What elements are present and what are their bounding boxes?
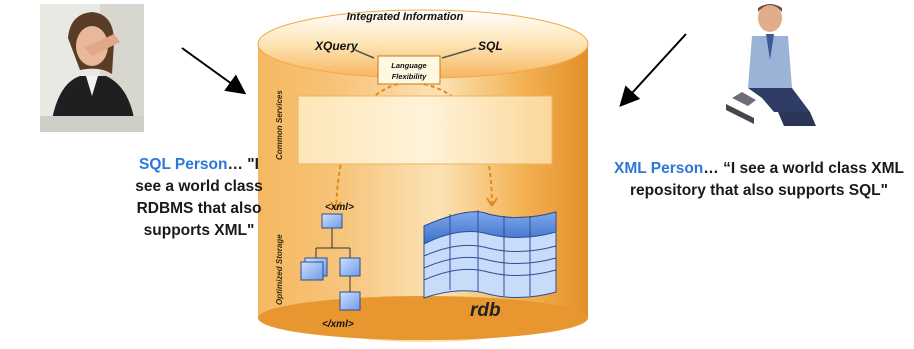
xml-node-leaf: [339, 291, 361, 311]
integrated-information-label: Integrated Information: [347, 11, 464, 23]
flow-to-xml: [335, 83, 399, 211]
flow-to-xml-arrowhead: [330, 201, 342, 211]
xml-person-quote-start: … “I see a world: [703, 160, 824, 177]
cylinder-base: [258, 296, 588, 340]
xml-tree: [300, 213, 361, 311]
xml-node-root: [321, 213, 343, 229]
language-flexibility-line1: Language: [391, 61, 426, 70]
xml-open-tag: <xml>: [325, 202, 354, 213]
common-services-label: Common Services: [275, 90, 284, 160]
xml-node-left-stack: [300, 261, 324, 281]
language-flexibility-line2: Flexibility: [392, 72, 427, 81]
xml-person-photo: [718, 0, 822, 128]
relational-table: [423, 210, 557, 299]
sql-person-quote-start: … "I see a: [135, 156, 259, 195]
sql-label: SQL: [478, 39, 503, 53]
table-header: [423, 211, 557, 245]
xml-node-right: [339, 257, 361, 277]
xquery-label: XQuery: [314, 39, 359, 53]
sql-person-caption: SQL Person… "I see a world class RDBMS t…: [124, 154, 274, 242]
arrow-from-sql-person: [181, 47, 247, 95]
connector-sql: [441, 47, 477, 59]
optimized-storage-label: Optimized Storage: [275, 234, 284, 305]
table-grid: [423, 210, 557, 296]
common-services-band: [297, 95, 553, 165]
xml-person-caption: XML Person… “I see a world class XML rep…: [604, 158, 914, 202]
sql-person-quote-rest: world class RDBMS that also supports XML…: [136, 178, 263, 239]
rdb-label: rdb: [470, 300, 501, 321]
sql-person-photo: [40, 4, 144, 132]
xml-close-tag: </xml>: [322, 319, 354, 330]
language-flexibility-box: [377, 55, 441, 85]
flow-to-rdb-arrowhead: [486, 197, 498, 207]
arrow-from-xml-person: [619, 33, 687, 107]
xml-person-quote-rest: class XML repository that also supports …: [630, 160, 905, 199]
connector-xquery: [354, 49, 375, 59]
sql-person-name: SQL Person: [139, 156, 228, 173]
xml-person-name: XML Person: [613, 160, 704, 177]
